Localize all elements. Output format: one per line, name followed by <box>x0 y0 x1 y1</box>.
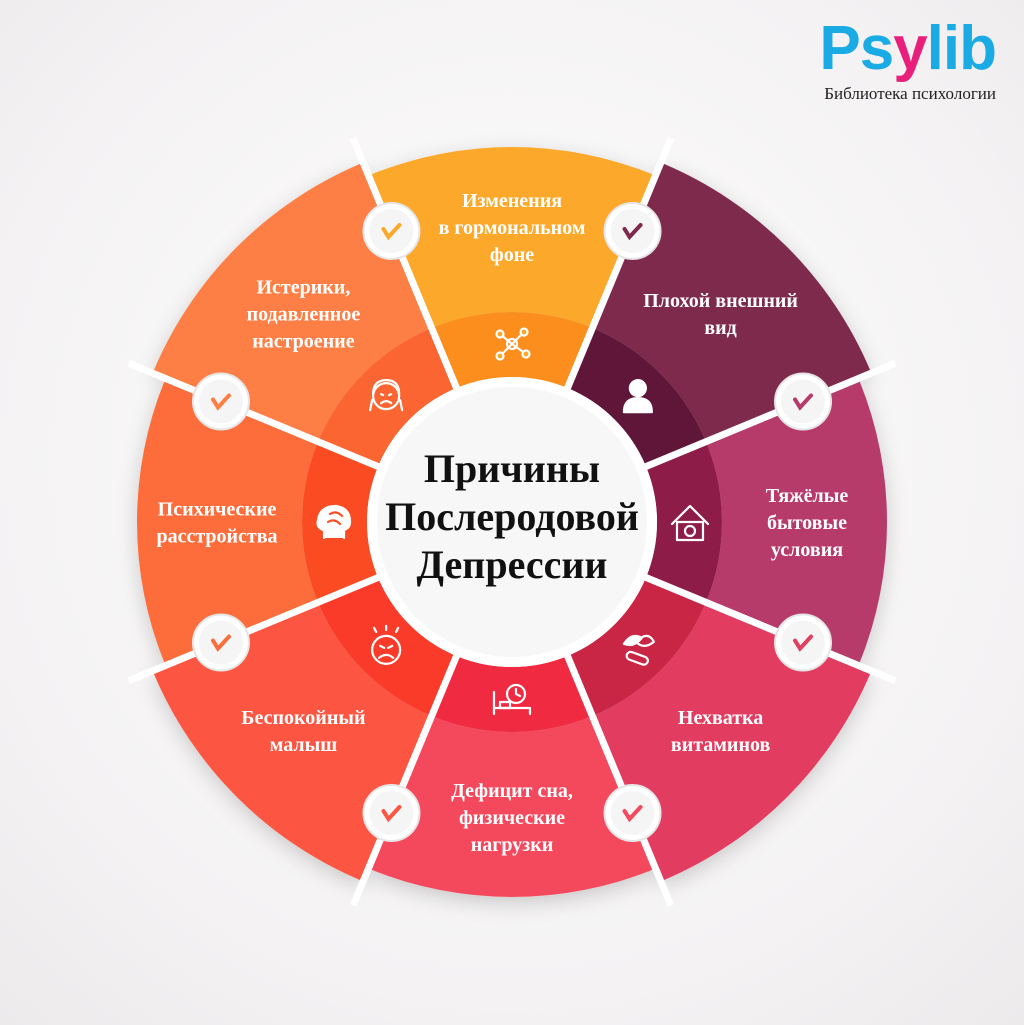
segment-label-line: Изменения <box>462 190 562 212</box>
segment-label-line: Истерики, <box>256 276 350 298</box>
separator-line <box>349 650 462 907</box>
segment-label-line: вид <box>704 317 736 339</box>
check-mark-icon <box>210 634 231 652</box>
brain-head-icon <box>316 504 352 540</box>
separator-line <box>640 359 897 472</box>
segment-label-line: физические <box>459 807 565 829</box>
segment-label-line: в гормональном <box>439 217 586 239</box>
segment-6 <box>153 578 456 881</box>
check-badge <box>603 784 662 843</box>
segment-band <box>370 716 654 897</box>
segment-label-line: расстройства <box>156 526 277 548</box>
check-badge <box>191 372 250 431</box>
brand-subtitle: Библиотека психологии <box>824 84 996 103</box>
center-inner-circle <box>377 387 647 657</box>
separator-line <box>562 137 675 394</box>
segment-8 <box>153 163 456 466</box>
segment-label-line: фоне <box>490 244 534 266</box>
check-mark-icon <box>381 222 402 241</box>
check-mark-icon <box>793 393 814 411</box>
segment-band <box>593 603 871 881</box>
segment-label-line: настроение <box>252 330 355 352</box>
check-mark-icon <box>381 805 402 823</box>
separator-line <box>640 572 897 685</box>
segment-label-line: Психические <box>158 499 277 521</box>
separator-line <box>562 650 675 907</box>
center-title-line: Послеродовой <box>385 494 639 539</box>
segment-band <box>370 146 654 328</box>
check-mark-icon <box>622 805 643 823</box>
check-mark-icon <box>210 393 231 411</box>
check-badge <box>362 201 421 260</box>
home-gear-icon <box>670 504 710 542</box>
brand-logo-block: Psylib Библиотека психологии <box>819 14 997 104</box>
segment-label-line: Беспокойный <box>241 707 365 729</box>
segment-band <box>593 163 871 441</box>
segment-4 <box>568 578 871 881</box>
segment-band <box>136 380 318 664</box>
segment-label-line: Нехватка <box>678 707 763 729</box>
crying-baby-icon <box>371 624 402 665</box>
separator-line <box>349 137 462 394</box>
segment-inner-band <box>318 328 456 466</box>
sleep-clock-icon <box>492 683 532 716</box>
check-badge <box>603 201 662 260</box>
segment-label-line: Тяжёлые <box>766 485 849 507</box>
check-badge <box>362 784 421 843</box>
center-title-line: Причины <box>424 446 600 491</box>
segment-inner-band <box>318 578 456 716</box>
segment-label-line: подавленное <box>247 303 361 325</box>
segment-label-line: Дефицит сна, <box>451 780 573 802</box>
center-title-line: Депрессии <box>417 542 608 587</box>
pills-icon <box>622 634 655 666</box>
separator-line <box>127 359 384 472</box>
segment-label-line: нагрузки <box>471 834 554 856</box>
check-mark-icon <box>622 222 643 241</box>
woman-icon <box>622 379 653 414</box>
segment-inner-band <box>432 656 592 732</box>
segment-band <box>153 603 431 881</box>
segment-label-line: бытовые <box>767 512 847 534</box>
check-badge <box>774 372 833 431</box>
check-badge <box>774 613 833 672</box>
sad-girl-icon <box>369 379 404 412</box>
segment-5 <box>370 656 654 897</box>
segment-band <box>153 163 431 441</box>
segment-label-line: условия <box>771 539 843 561</box>
segment-inner-band <box>568 578 706 716</box>
psylib-logo: Psylib <box>819 14 997 83</box>
segment-label-line: витаминов <box>671 734 771 756</box>
segment-label-line: Плохой внешний <box>643 290 798 312</box>
segment-band <box>706 380 887 664</box>
segment-label-line: малыш <box>270 734 337 756</box>
separator-line <box>127 572 384 685</box>
check-mark-icon <box>793 634 814 652</box>
check-badge <box>191 613 250 672</box>
network-icon <box>495 327 531 361</box>
